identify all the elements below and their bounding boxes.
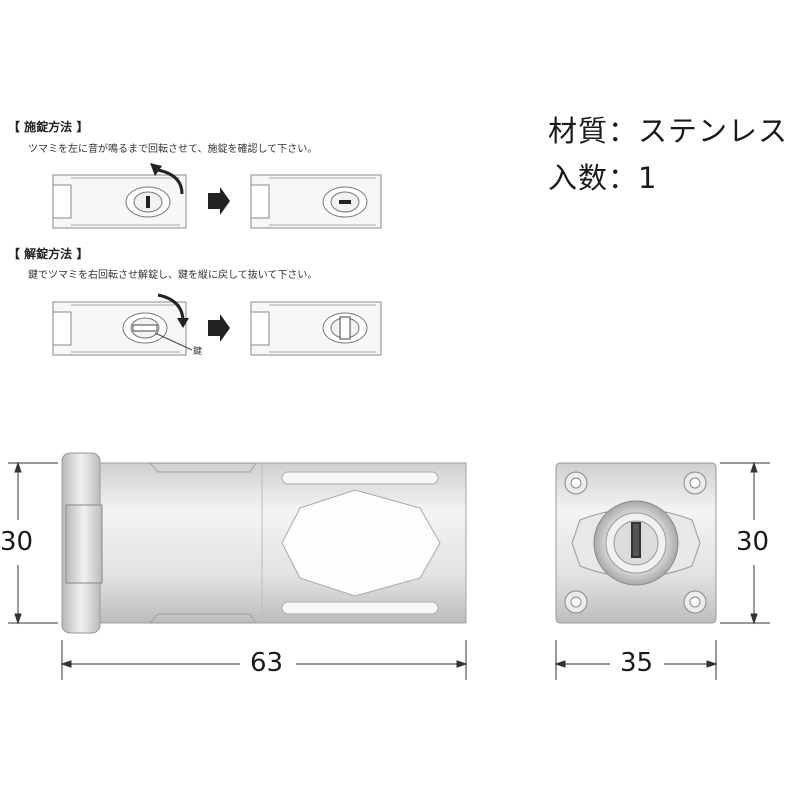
- hasp-side-view: [61, 452, 467, 634]
- dimension-lines-front: [554, 461, 770, 680]
- step-arrow-icon: [208, 314, 230, 342]
- lock-method-description: ツマミを左に音が鳴るまで回転させて、施錠を確認して下さい。: [28, 144, 318, 155]
- rotate-right-arrow: [157, 293, 185, 321]
- unlock-method-description: 鍵でツマミを右回転させ解錠し、鍵を縦に戻して抜いて下さい。: [28, 270, 318, 281]
- dimension-front-height: 30: [736, 527, 770, 557]
- dimension-side-height: 30: [0, 527, 34, 557]
- step-arrow-icon: [208, 187, 230, 215]
- rotate-right-arrowhead: [177, 318, 189, 328]
- lock-step-after: [250, 174, 382, 229]
- key-label: 鍵: [193, 347, 203, 357]
- rotate-left-arrow: [157, 168, 184, 195]
- rotate-left-arrowhead: [150, 163, 162, 176]
- material-spec: 材質：ステンレス: [548, 114, 789, 148]
- hasp-front-view: [555, 462, 717, 624]
- lock-method-title: 【 施錠方法 】: [8, 120, 89, 134]
- unlock-step-after: [250, 301, 382, 356]
- unlock-step-before: [52, 301, 193, 356]
- dimension-length: 63: [250, 648, 284, 678]
- quantity-spec: 入数：1: [548, 161, 658, 195]
- lock-step-before: [52, 174, 187, 229]
- dimension-width: 35: [620, 648, 654, 678]
- unlock-method-title: 【 解錠方法 】: [8, 247, 89, 261]
- dimension-lines-side: [8, 461, 468, 680]
